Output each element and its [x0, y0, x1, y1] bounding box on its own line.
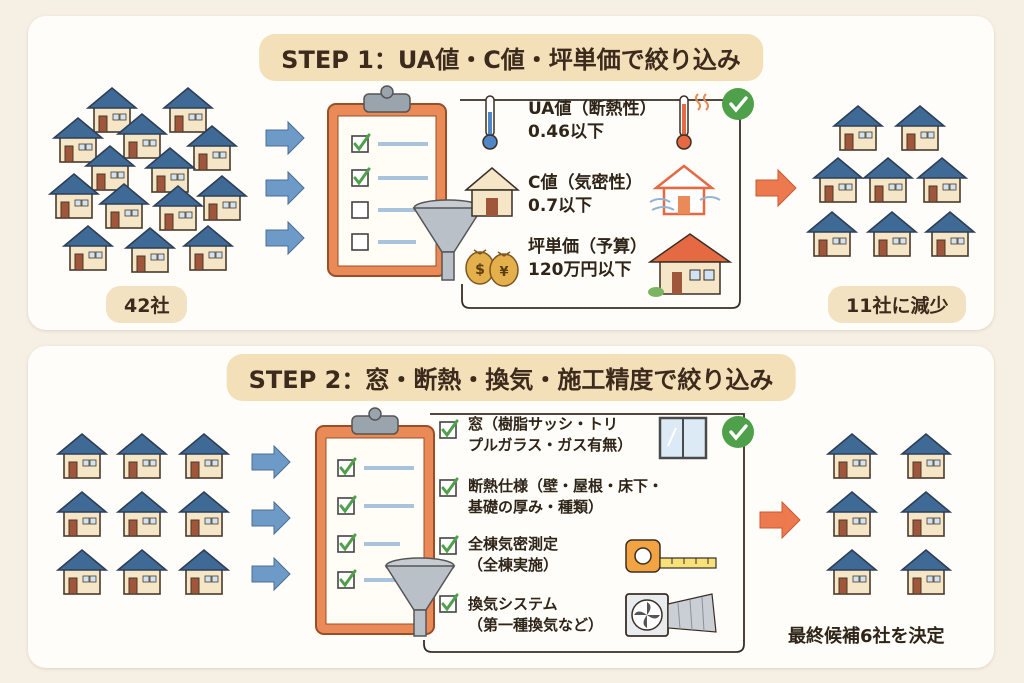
step1-criteria-frame — [460, 99, 741, 309]
criterion-price: 坪単価（予算） 120万円以下 — [528, 236, 647, 282]
tape-measure-icon — [625, 539, 717, 573]
step2-input-arrows — [251, 445, 291, 591]
step1-clipboard — [327, 85, 447, 277]
criterion-window: 窓（樹脂サッシ・トリ プルガラス・ガス有無） — [468, 414, 632, 456]
small-house-icon — [463, 167, 521, 217]
step1-result-count: 11社に減少 — [828, 286, 967, 323]
criterion-ventilation: 換気システム （第一種換気など） — [468, 594, 603, 636]
criterion-c: C値（気密性） 0.7以下 — [528, 172, 642, 218]
step1-start-houses — [49, 87, 247, 273]
step2-result-houses — [827, 433, 951, 595]
criterion-c-name: C値（気密性） — [528, 173, 643, 193]
funnel-icon — [384, 557, 456, 637]
criterion-price-value: 120万円以下 — [528, 260, 632, 280]
criterion-window-line2: プルガラス・ガス有無） — [468, 436, 633, 454]
criterion-insulation-line1: 断熱仕様（壁・屋根・床下・ — [468, 477, 664, 495]
thermometer-icon — [482, 95, 498, 150]
criterion-insulation-line2: 基礎の厚み・種類） — [468, 498, 604, 516]
step1-result-houses — [807, 105, 975, 257]
step1-input-arrows — [265, 121, 305, 255]
criterion-airtight-test-line1: 全棟気密測定 — [468, 535, 559, 553]
step1-title: STEP 1：UA値・C値・坪単価で絞り込み — [259, 34, 763, 81]
ventilation-fan-icon — [625, 593, 717, 637]
criterion-ua-value: 0.46以下 — [528, 122, 604, 142]
criterion-window-line1: 窓（樹脂サッシ・トリ — [468, 415, 619, 433]
step2-result-text: 最終候補6社を決定 — [788, 626, 945, 647]
criterion-c-value: 0.7以下 — [528, 196, 593, 216]
funnel-icon — [412, 199, 484, 281]
svg-text:$: $ — [475, 262, 485, 278]
criterion-airtight-test-line2: （全棟実施） — [468, 556, 559, 574]
step2-criteria-frame — [423, 413, 745, 653]
money-bag-icon: $ ¥ — [465, 249, 519, 287]
airtight-house-icon — [649, 164, 721, 216]
step1-check-badge — [720, 86, 756, 122]
criterion-price-name: 坪単価（予算） — [528, 237, 647, 257]
orange-roof-house-icon — [647, 233, 733, 297]
step2-title: STEP 2：窓・断熱・換気・施工精度で絞り込み — [226, 354, 796, 401]
step1-output-arrow — [755, 169, 797, 207]
criterion-ua: UA値（断熱性） 0.46以下 — [528, 98, 656, 144]
criterion-ventilation-line1: 換気システム — [468, 595, 558, 613]
step2-check-badge — [720, 414, 756, 450]
criterion-ua-name: UA値（断熱性） — [528, 99, 657, 119]
step2-output-arrow — [759, 501, 801, 539]
criterion-airtight-test: 全棟気密測定 （全棟実施） — [468, 534, 558, 576]
step2-start-houses — [57, 433, 229, 595]
svg-text:¥: ¥ — [499, 265, 508, 280]
criterion-ventilation-line2: （第一種換気など） — [468, 616, 604, 634]
hot-thermometer-icon — [676, 93, 709, 150]
window-icon — [658, 416, 708, 460]
step1-start-count: 42社 — [106, 286, 188, 323]
criterion-insulation: 断熱仕様（壁・屋根・床下・ 基礎の厚み・種類） — [468, 476, 663, 518]
